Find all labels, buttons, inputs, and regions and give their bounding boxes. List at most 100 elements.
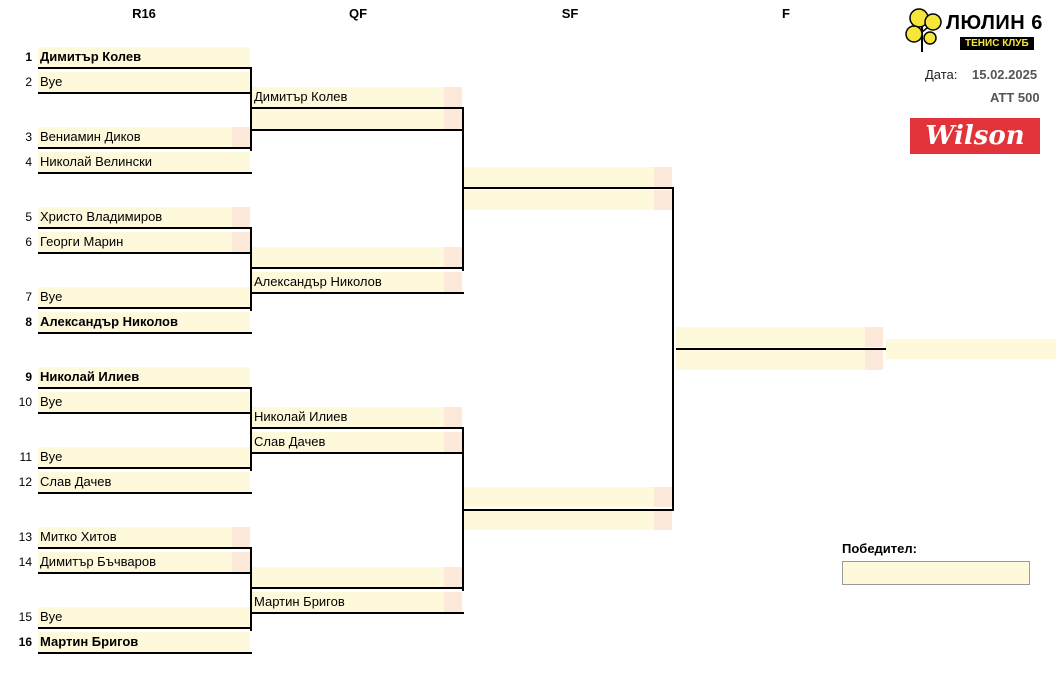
seed-number: 12 [18, 475, 32, 489]
seed-number: 13 [18, 530, 32, 544]
r16-slot[interactable]: Николай Илиев [38, 367, 250, 387]
final-slot[interactable] [676, 350, 883, 370]
qf-slot[interactable]: Николай Илиев [252, 407, 462, 427]
player-name: Александър Николов [254, 274, 382, 289]
player-name: Bye [40, 74, 63, 89]
score-cell[interactable] [654, 190, 672, 210]
player-name: Митко Хитов [40, 529, 117, 544]
score-cell[interactable] [232, 207, 250, 227]
sponsor-logo: Wilson [910, 118, 1040, 154]
score-cell[interactable] [865, 327, 883, 347]
player-name: Николай Илиев [40, 369, 140, 384]
bracket-line [250, 549, 252, 631]
bracket-line [464, 509, 674, 511]
seed-number: 5 [25, 210, 32, 224]
score-cell[interactable] [444, 592, 462, 612]
bracket-line [38, 67, 252, 69]
final-slot[interactable] [676, 327, 883, 347]
score-cell[interactable] [444, 407, 462, 427]
sf-slot[interactable] [464, 167, 672, 187]
r16-slot[interactable]: Bye [38, 392, 250, 412]
bracket-line [250, 69, 252, 151]
score-cell[interactable] [232, 552, 250, 572]
bracket-line [252, 427, 464, 429]
score-cell[interactable] [444, 272, 462, 292]
score-cell[interactable] [444, 432, 462, 452]
club-logo-icon [904, 6, 944, 54]
seed-number: 4 [25, 155, 32, 169]
r16-slot[interactable]: Димитър Бъчваров [38, 552, 250, 572]
seed-number: 9 [25, 370, 32, 384]
score-cell[interactable] [444, 109, 462, 129]
sf-slot[interactable] [464, 190, 672, 210]
bracket-line [38, 172, 252, 174]
score-cell[interactable] [232, 232, 250, 252]
score-cell[interactable] [654, 510, 672, 530]
tournament-name: ATT 500 [990, 90, 1040, 105]
r16-slot[interactable]: Bye [38, 607, 250, 627]
r16-slot[interactable]: Николай Велински [38, 152, 250, 172]
r16-slot[interactable]: Александър Николов [38, 312, 250, 332]
r16-slot[interactable]: Мартин Бригов [38, 632, 250, 652]
sf-slot[interactable] [464, 510, 672, 530]
bracket-line [38, 252, 252, 254]
bracket-line [252, 452, 464, 454]
r16-slot[interactable]: Bye [38, 447, 250, 467]
player-name: Николай Илиев [254, 409, 348, 424]
club-name: ЛЮЛИН 6 [946, 12, 1043, 34]
bracket-line [38, 307, 252, 309]
bracket-line [38, 467, 252, 469]
qf-slot[interactable]: Александър Николов [252, 272, 462, 292]
r16-slot[interactable]: Вениамин Диков [38, 127, 250, 147]
score-cell[interactable] [444, 87, 462, 107]
player-name: Вениамин Диков [40, 129, 141, 144]
score-cell[interactable] [444, 247, 462, 267]
player-name: Bye [40, 289, 63, 304]
bracket-line [38, 387, 252, 389]
bracket-line [38, 627, 252, 629]
player-name: Слав Дачев [40, 474, 112, 489]
qf-slot[interactable] [252, 567, 462, 587]
qf-slot[interactable]: Димитър Колев [252, 87, 462, 107]
bracket-line [252, 107, 464, 109]
round-header-sf: SF [561, 6, 579, 21]
bracket-line [38, 412, 252, 414]
r16-slot[interactable]: Митко Хитов [38, 527, 250, 547]
seed-number: 10 [18, 395, 32, 409]
r16-slot[interactable]: Димитър Колев [38, 47, 250, 67]
seed-number: 1 [25, 50, 32, 64]
score-cell[interactable] [232, 127, 250, 147]
r16-slot[interactable]: Георги Марин [38, 232, 250, 252]
player-name: Bye [40, 609, 63, 624]
score-cell[interactable] [865, 350, 883, 370]
seed-number: 3 [25, 130, 32, 144]
bracket-line [252, 612, 464, 614]
bracket-line [38, 572, 252, 574]
score-cell[interactable] [232, 527, 250, 547]
seed-number: 11 [19, 450, 32, 464]
sf-slot[interactable] [464, 487, 672, 507]
player-name: Слав Дачев [254, 434, 326, 449]
bracket-line [252, 129, 464, 131]
score-cell[interactable] [654, 487, 672, 507]
player-name: Николай Велински [40, 154, 153, 169]
date-value: 15.02.2025 [972, 67, 1038, 82]
r16-slot[interactable]: Bye [38, 72, 250, 92]
player-name: Димитър Колев [40, 49, 142, 64]
bracket-line [38, 227, 252, 229]
bracket-line [38, 492, 252, 494]
score-cell[interactable] [444, 567, 462, 587]
qf-slot[interactable] [252, 109, 462, 129]
qf-slot[interactable] [252, 247, 462, 267]
bracket-line [252, 267, 464, 269]
r16-slot[interactable]: Bye [38, 287, 250, 307]
bracket-line [672, 187, 674, 511]
qf-slot[interactable]: Мартин Бригов [252, 592, 462, 612]
score-cell[interactable] [654, 167, 672, 187]
bracket-line [252, 587, 464, 589]
r16-slot[interactable]: Слав Дачев [38, 472, 250, 492]
qf-slot[interactable]: Слав Дачев [252, 432, 462, 452]
r16-slot[interactable]: Христо Владимиров [38, 207, 250, 227]
champion-slot[interactable] [886, 339, 1056, 359]
winner-field[interactable] [842, 561, 1030, 585]
